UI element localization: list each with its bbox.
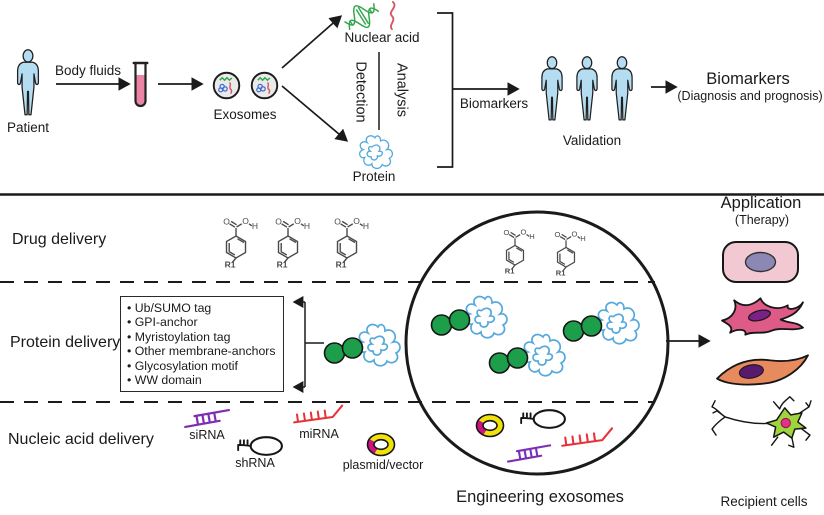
neuron-cell-icon <box>711 396 812 448</box>
test-tube-icon <box>132 61 149 108</box>
tagged-protein-icon <box>487 327 567 385</box>
bracket-biomarkers <box>437 12 454 168</box>
validation-person-icon <box>611 56 633 121</box>
plasmid-icon <box>475 413 505 438</box>
body-fluids-label: Body fluids <box>54 63 122 78</box>
exosome-icon <box>212 71 241 100</box>
detection-label: Detection <box>352 61 369 123</box>
drug-molecule-icon <box>274 215 311 268</box>
tagged-protein-icon <box>322 317 402 375</box>
validation-label: Validation <box>562 133 622 148</box>
sirna-label: siRNA <box>189 428 225 442</box>
engineering-exosomes-circle <box>404 210 670 476</box>
shrna-label: shRNA <box>235 456 275 470</box>
drug-molecule-icon <box>333 215 370 268</box>
row-label-drug-delivery: Drug delivery <box>12 231 107 248</box>
nuclear-acid-label: Nuclear acid <box>344 30 420 45</box>
protein-tag-item: Myristoylation tag <box>127 330 277 344</box>
protein-tag-item: Other membrane-anchors <box>127 344 277 358</box>
protein-blob-icon <box>358 134 394 170</box>
mirna-icon <box>559 427 615 447</box>
arrow-to-protein <box>281 85 349 142</box>
dna-icon <box>343 2 379 32</box>
mirna-icon <box>291 404 345 424</box>
protein-tag-box: Ub/SUMO tag GPI-anchor Myristoylation ta… <box>120 296 284 392</box>
analysis-label: Analysis <box>393 63 410 117</box>
drug-molecule-icon <box>502 227 536 274</box>
protein-tag-item: Ub/SUMO tag <box>127 301 277 315</box>
drug-molecule-icon <box>222 215 259 268</box>
row-label-nucleic-acid-delivery: Nucleic acid delivery <box>8 431 154 448</box>
exosome-icon <box>250 71 279 100</box>
plasmid-icon <box>366 432 396 457</box>
spindle-cell-icon <box>716 354 809 386</box>
row-label-protein-delivery: Protein delivery <box>10 334 121 351</box>
plasmid-vector-label: plasmid/vector <box>342 458 424 472</box>
engineering-exosomes-label: Engineering exosomes <box>456 488 624 506</box>
protein-tag-item: WW domain <box>127 373 277 387</box>
tagged-protein-icon <box>561 295 641 353</box>
sirna-icon <box>505 444 553 463</box>
patient-icon <box>17 49 39 116</box>
arrow-to-nuclear-acid <box>281 15 343 69</box>
exosomes-label: Exosomes <box>213 107 277 122</box>
outcome-subtitle: (Diagnosis and prognosis) <box>677 89 823 103</box>
outcome-title: Biomarkers <box>706 70 790 88</box>
validation-person-icon <box>541 56 563 121</box>
protein-tag-item: Glycosylation motif <box>127 359 277 373</box>
mirna-label: miRNA <box>299 427 339 441</box>
protein-tag-item: GPI-anchor <box>127 315 277 329</box>
patient-label: Patient <box>6 120 50 135</box>
biomarkers-label: Biomarkers <box>459 96 529 111</box>
epithelial-cell-icon <box>722 241 799 283</box>
protein-label: Protein <box>352 169 396 184</box>
application-title: Application <box>720 194 802 212</box>
drug-molecule-icon <box>553 229 587 276</box>
fibroblast-cell-icon <box>721 297 804 336</box>
validation-person-icon <box>576 56 598 121</box>
application-subtitle: (Therapy) <box>734 213 790 227</box>
rna-icon <box>389 0 396 31</box>
recipient-cells-label: Recipient cells <box>720 494 808 509</box>
